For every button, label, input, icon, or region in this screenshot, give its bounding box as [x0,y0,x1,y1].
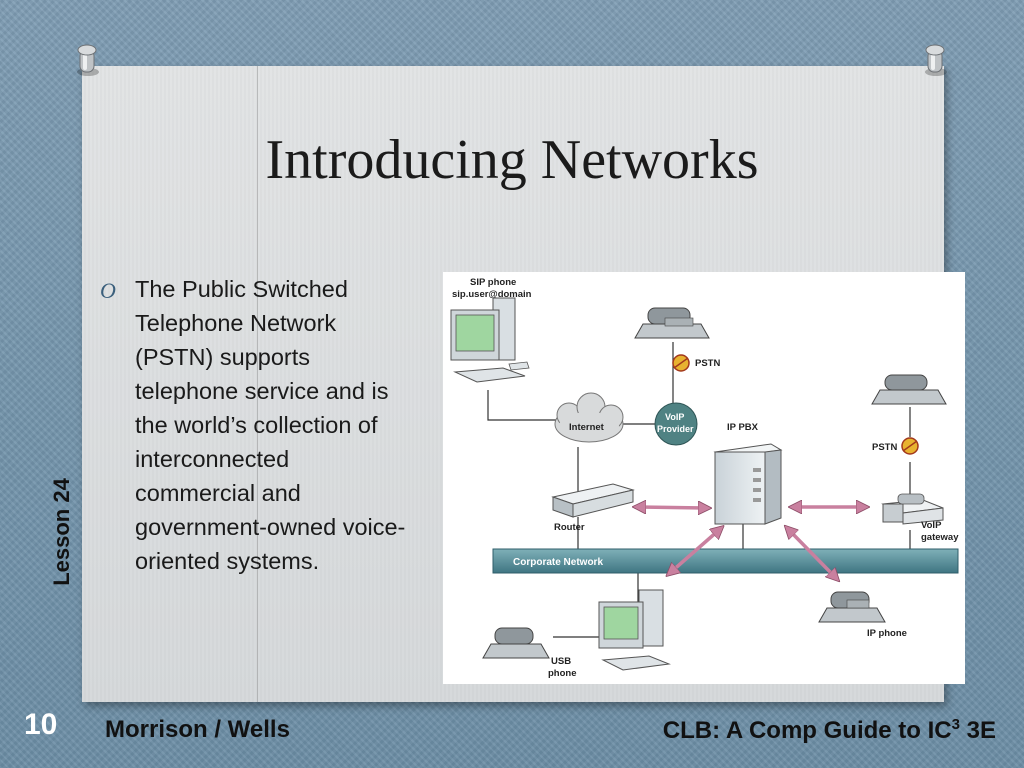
pstn-right-label: PSTN [872,442,897,453]
footer-book-title-main: CLB: A Comp Guide to IC [662,717,952,744]
footer-authors: Morrison / Wells [105,716,290,743]
card-vertical-line [257,66,258,702]
corporate-network-bar [492,548,959,574]
corporate-network-label: Corporate Network [513,557,603,568]
sip-phone-address-label: sip.user@domain [452,289,532,300]
sip-phone-label: SIP phone [470,277,516,288]
internet-label: Internet [569,422,605,433]
network-diagram: Corporate Network SIP phone sip.user@dom… [443,272,965,684]
bullet-marker-icon: O [100,278,116,303]
voip-provider-label-2: Provider [657,424,694,434]
usb-phone-label-1: USB [551,656,571,667]
router-label: Router [554,522,585,533]
pushpin-right-icon [925,44,947,76]
ip-phone-label: IP phone [867,628,907,639]
voip-gateway-icon [881,493,944,525]
connection-lines [487,342,911,638]
ip-phone-icon [818,591,886,623]
usb-phone-label-2: phone [548,668,577,679]
ip-pbx-server-icon [713,443,783,525]
usb-computer-icon [598,589,671,671]
router-icon [551,483,635,518]
slide-title: Introducing Networks [265,129,759,191]
voip-gateway-label-1: VoIP [921,520,942,531]
footer-book-title-sup: 3 [951,716,960,733]
sip-computer-icon [450,297,530,383]
footer-book-title-tail: 3E [959,717,996,744]
side-lesson-label: Lesson 24 [49,478,74,586]
ip-pbx-label: IP PBX [727,422,759,433]
pstn-top-label: PSTN [695,358,720,369]
bullet-text: The Public Switched Telephone Network (P… [135,276,406,574]
internet-cloud-icon [554,392,624,443]
data-flow-arrows [639,507,863,577]
voip-provider-label-1: VoIP [665,412,684,422]
footer-book-title: CLB: A Comp Guide to IC3 3E [663,716,996,745]
page-number: 10 [24,708,58,741]
pstn-phone-right-icon [871,374,947,405]
usb-phone-icon [482,627,550,659]
voip-provider-icon [654,402,698,446]
voip-gateway-label-2: gateway [921,532,959,543]
pushpin-left-icon [77,44,99,76]
pstn-phone-top-icon [634,307,710,339]
